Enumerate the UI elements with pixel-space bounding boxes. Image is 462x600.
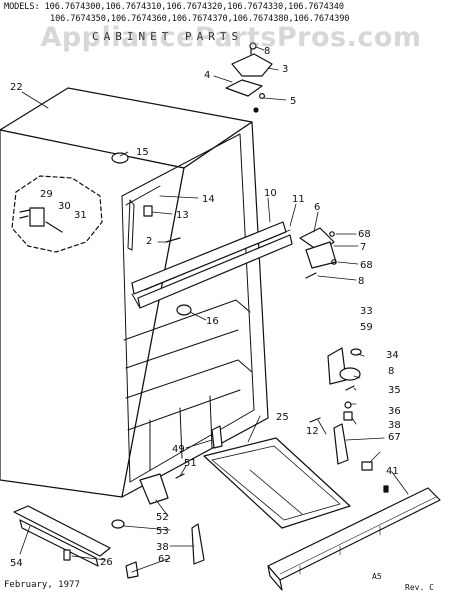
part-label: 7	[360, 242, 366, 253]
part-label: 8	[388, 366, 394, 377]
part-label: 30	[58, 201, 71, 212]
part-label: 35	[388, 385, 401, 396]
footer-revision: Rev. C	[405, 583, 434, 592]
part-label: 33	[360, 306, 373, 317]
part-label: 68	[360, 260, 373, 271]
models-line-2: 106.7674350,106.7674360,106.7674370,106.…	[50, 14, 350, 24]
part-label: 16	[206, 316, 219, 327]
part-label: 38	[388, 420, 401, 431]
part-label: 59	[360, 322, 373, 333]
part-label: 13	[176, 210, 189, 221]
shelf-rail	[131, 221, 293, 309]
part-label: 3	[282, 64, 288, 75]
part-label: 6	[314, 202, 320, 213]
part-label: 25	[276, 412, 289, 423]
part-label: 4	[204, 70, 210, 81]
part-label: 2	[146, 236, 152, 247]
part-label: 14	[202, 194, 215, 205]
mid-hinge	[299, 227, 337, 279]
base-grille	[267, 487, 441, 591]
diagram-subtitle: CABINET PARTS	[92, 30, 244, 43]
part-label: 54	[10, 558, 23, 569]
inset-detail	[11, 175, 103, 253]
part-label: 8	[358, 276, 364, 287]
footer-code: A5	[372, 572, 382, 581]
part-label: 34	[386, 350, 399, 361]
misc-small-parts	[63, 417, 389, 579]
plug-part	[111, 152, 129, 164]
part-label: 29	[40, 189, 53, 200]
part-label: 11	[292, 194, 305, 205]
part-label: 36	[388, 406, 401, 417]
part-label: 53	[156, 526, 169, 537]
top-hinge	[225, 42, 273, 113]
part-label: 51	[184, 458, 197, 469]
part-label: 5	[290, 96, 296, 107]
lower-hinge	[327, 347, 362, 421]
part-label: 26	[100, 557, 113, 568]
part-label: 15	[136, 147, 149, 158]
part-label: 12	[306, 426, 319, 437]
leveling-bracket	[13, 505, 111, 567]
part-label: 8	[264, 46, 270, 57]
leader-lines	[19, 46, 409, 573]
part-label: 22	[10, 82, 23, 93]
models-line-1: MODELS: 106.7674300,106.7674310,106.7674…	[4, 2, 344, 12]
part-label: 52	[156, 512, 169, 523]
part-label: 31	[74, 210, 87, 221]
part-label: 68	[358, 229, 371, 240]
crisper-cover	[203, 437, 351, 529]
part-label: 62	[158, 554, 171, 565]
part-label: 10	[264, 188, 277, 199]
part-labels: 22 15 29 30 31 14 13 2 16 8 3 4 5 10 11 …	[10, 46, 401, 569]
footer-date: February, 1977	[4, 580, 80, 590]
part-label: 67	[388, 432, 401, 443]
part-label: 49	[172, 444, 185, 455]
part-label: 41	[386, 466, 399, 477]
part-label: 38	[156, 542, 169, 553]
